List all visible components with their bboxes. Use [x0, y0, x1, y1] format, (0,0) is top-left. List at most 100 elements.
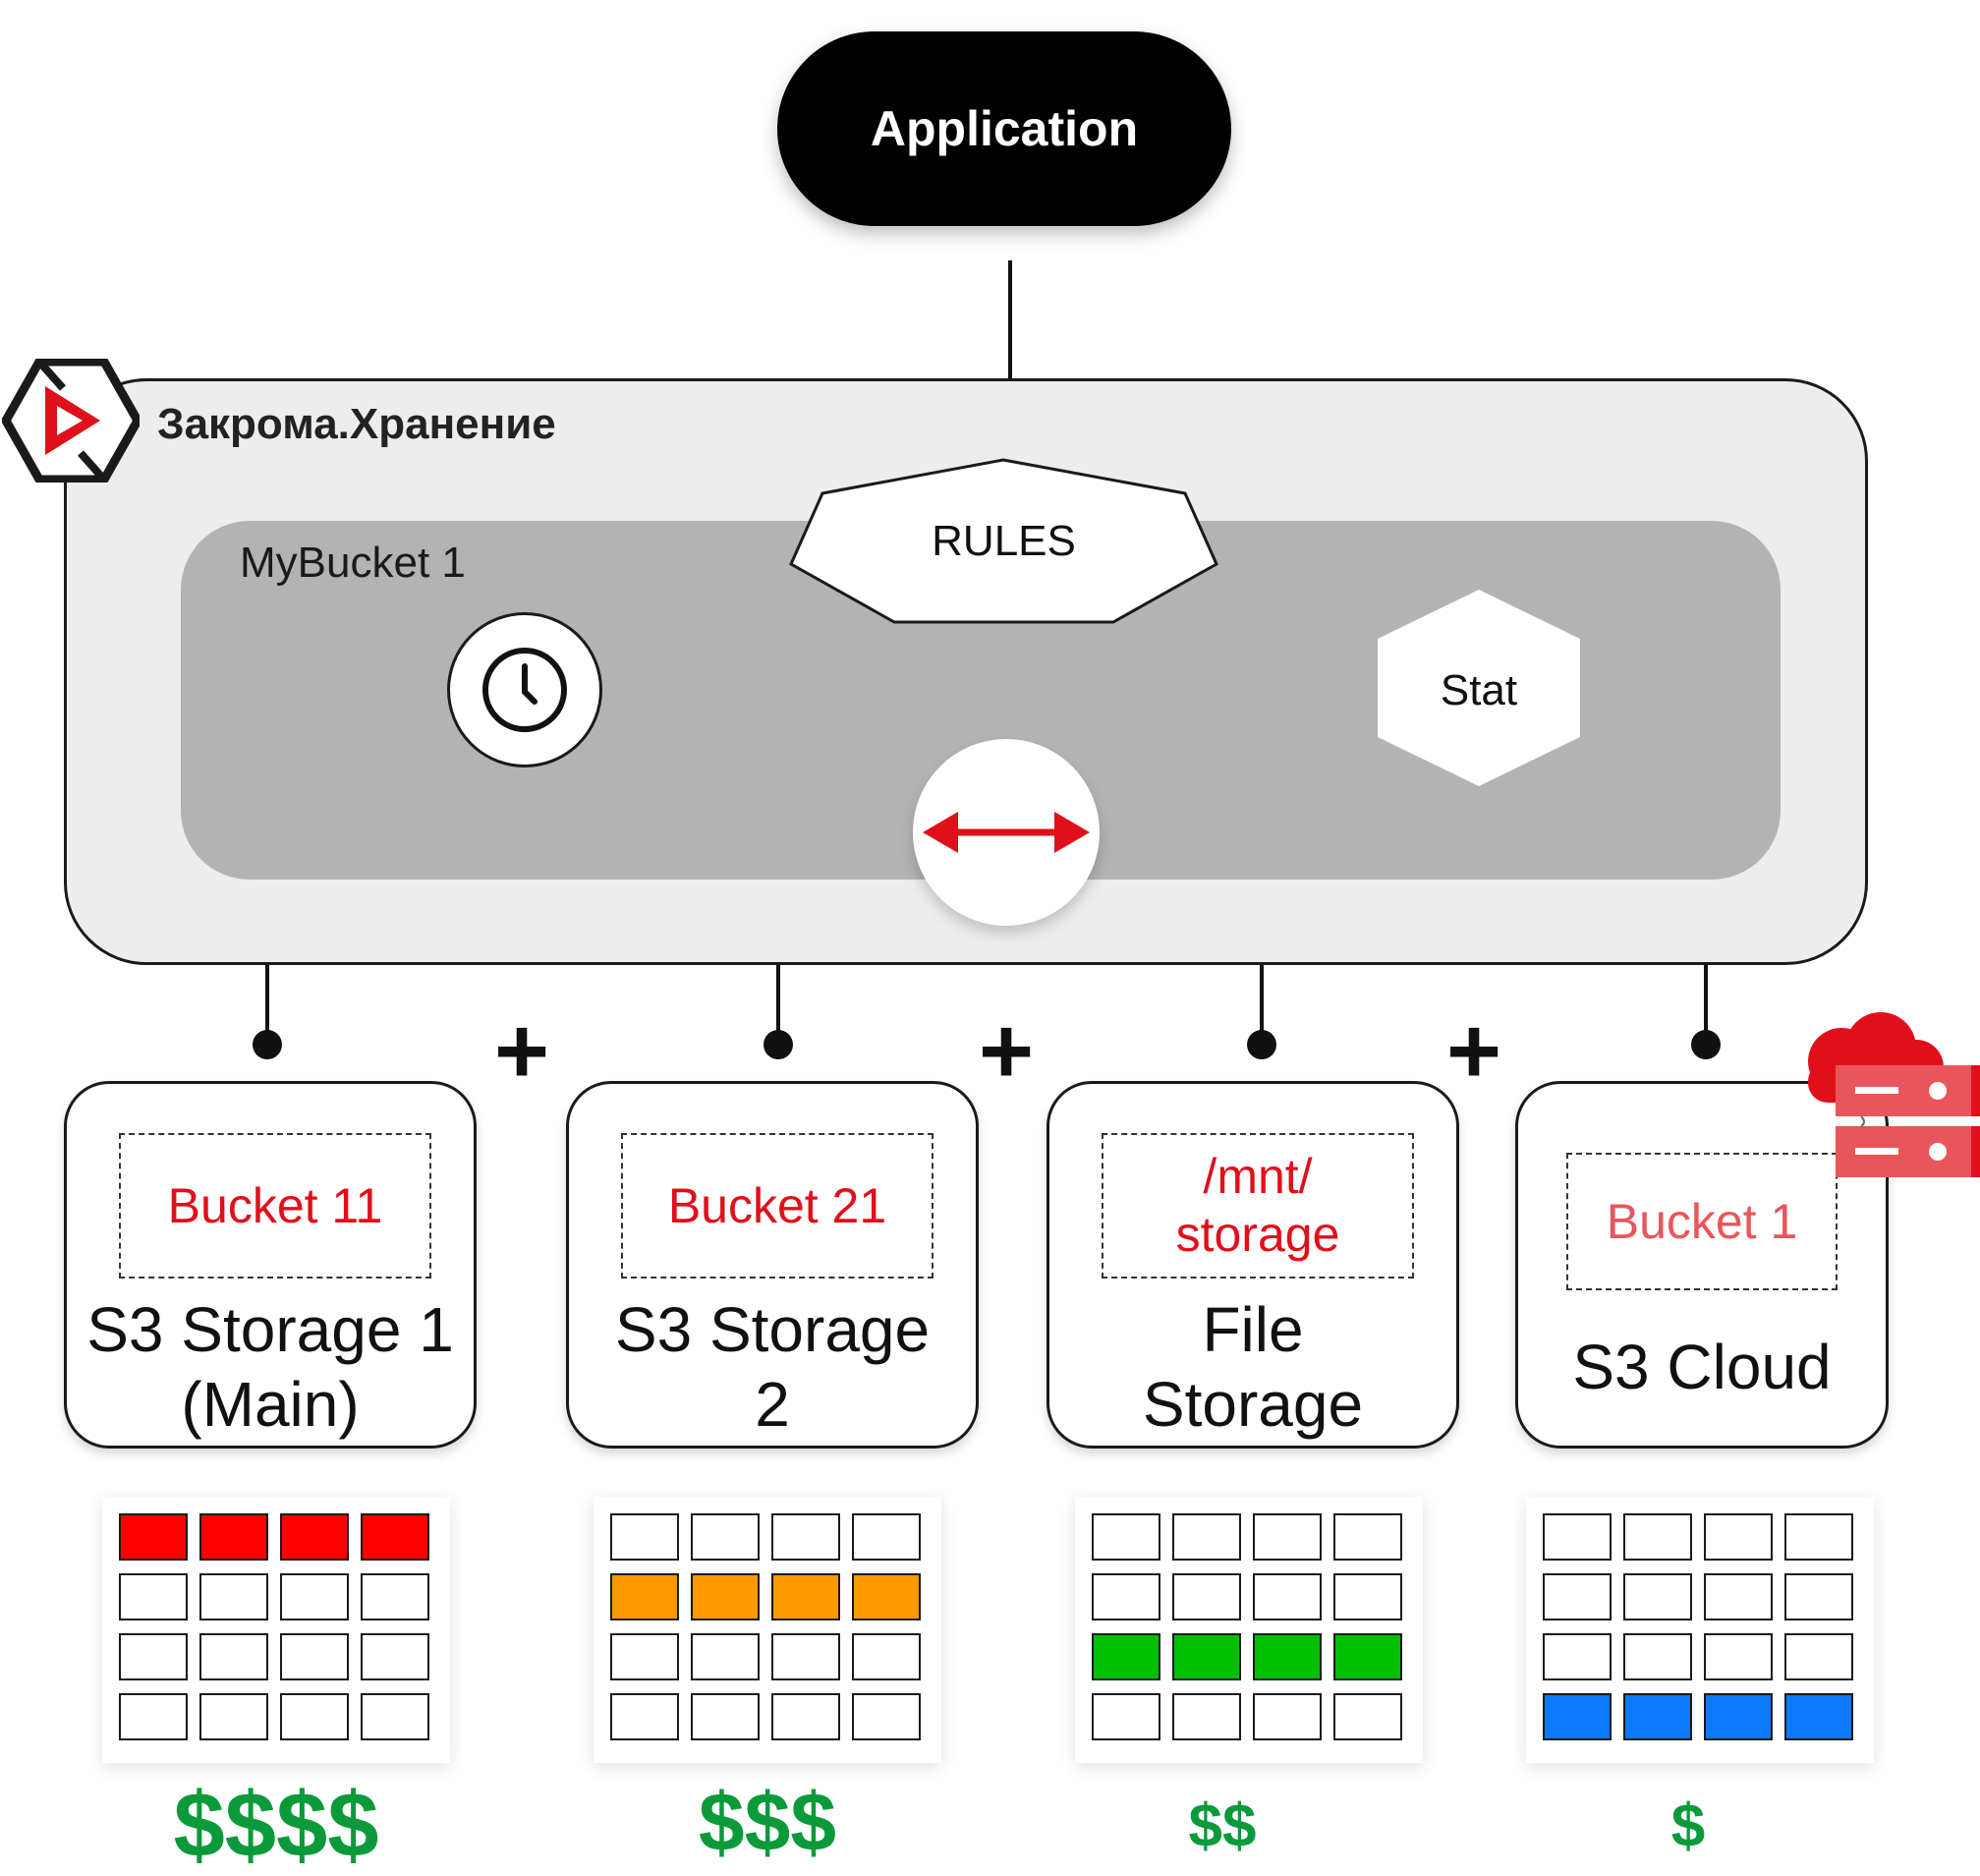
grid-cell-empty — [691, 1513, 760, 1561]
grid-cell-empty — [1172, 1513, 1241, 1561]
grid-cell-filled — [1784, 1693, 1853, 1740]
grid-cell-empty — [1704, 1513, 1773, 1561]
storage-name-line: (Main) — [181, 1369, 360, 1440]
storage-bucket-box: Bucket 1 — [1566, 1153, 1838, 1290]
cloud-server-icon — [1808, 1012, 1980, 1177]
connector-dot — [253, 1030, 282, 1059]
grid-cell-empty — [1092, 1513, 1160, 1561]
grid-cell-empty — [361, 1633, 429, 1680]
grid-cell-empty — [1784, 1513, 1853, 1561]
storage-name-line: S3 Cloud — [1572, 1332, 1832, 1402]
cost-indicator: $$$$ — [173, 1773, 379, 1876]
grid-cell-filled — [199, 1513, 268, 1561]
storage-grid — [1543, 1513, 1853, 1740]
storage-path-line: storage — [1175, 1207, 1340, 1262]
storage-name-line: File — [1202, 1294, 1304, 1365]
grid-cell-empty — [1092, 1573, 1160, 1620]
storage-path-line: /mnt/ — [1203, 1149, 1313, 1204]
grid-cell-empty — [1543, 1633, 1612, 1680]
grid-cell-empty — [1253, 1513, 1322, 1561]
grid-cell-empty — [1623, 1513, 1692, 1561]
grid-cell-empty — [1092, 1693, 1160, 1740]
grid-cell-empty — [1172, 1573, 1241, 1620]
connector-dot — [1691, 1030, 1721, 1059]
storage-bucket-box: /mnt/ storage — [1102, 1133, 1414, 1279]
grid-cell-empty — [691, 1693, 760, 1740]
storage-name-line: Storage — [1142, 1369, 1364, 1440]
grid-cell-filled — [1543, 1693, 1612, 1740]
storage-name: S3 Storage 1 (Main) — [67, 1292, 474, 1442]
grid-cell-empty — [361, 1573, 429, 1620]
grid-cell-empty — [1704, 1573, 1773, 1620]
rules-label: RULES — [932, 517, 1076, 565]
grid-cell-empty — [852, 1693, 921, 1740]
grid-cell-filled — [1172, 1633, 1241, 1680]
plus-icon: + — [494, 998, 550, 1104]
storage-grid-panel — [102, 1497, 450, 1763]
grid-cell-empty — [119, 1633, 188, 1680]
grid-cell-filled — [852, 1573, 921, 1620]
storage-grid-panel — [594, 1497, 941, 1763]
storage-name: S3 Storage 2 — [569, 1292, 976, 1442]
grid-cell-empty — [1172, 1693, 1241, 1740]
grid-cell-filled — [771, 1573, 840, 1620]
product-name: Закрома.Хранение — [157, 400, 556, 448]
grid-cell-empty — [1543, 1513, 1612, 1561]
grid-cell-empty — [1704, 1633, 1773, 1680]
grid-cell-empty — [771, 1513, 840, 1561]
grid-cell-empty — [610, 1633, 679, 1680]
grid-cell-filled — [610, 1573, 679, 1620]
grid-cell-empty — [280, 1573, 349, 1620]
cost-indicator: $$$ — [698, 1776, 837, 1868]
grid-cell-filled — [1253, 1633, 1322, 1680]
grid-cell-empty — [199, 1573, 268, 1620]
stat-label: Stat — [1440, 666, 1518, 714]
storage-bucket-box: Bucket 11 — [119, 1133, 431, 1279]
bucket-name: MyBucket 1 — [240, 539, 466, 587]
grid-cell-empty — [610, 1693, 679, 1740]
cost-indicator: $ — [1670, 1792, 1706, 1860]
storage-name: File Storage — [1049, 1292, 1456, 1442]
storage-card-s3-storage-2: Bucket 21 S3 Storage 2 — [566, 1081, 979, 1449]
grid-cell-empty — [1623, 1633, 1692, 1680]
grid-cell-filled — [119, 1513, 188, 1561]
router-node — [913, 739, 1100, 926]
grid-cell-empty — [199, 1633, 268, 1680]
grid-cell-filled — [1333, 1633, 1402, 1680]
cost-indicator: $$ — [1188, 1792, 1257, 1860]
storage-bucket-box: Bucket 21 — [621, 1133, 933, 1279]
grid-cell-empty — [199, 1693, 268, 1740]
grid-cell-filled — [1704, 1693, 1773, 1740]
clock-icon — [482, 648, 567, 732]
grid-cell-empty — [691, 1633, 760, 1680]
grid-cell-filled — [361, 1513, 429, 1561]
grid-cell-filled — [280, 1513, 349, 1561]
storage-name-line: S3 Storage 1 — [86, 1294, 454, 1365]
grid-cell-empty — [1543, 1573, 1612, 1620]
grid-cell-empty — [1253, 1693, 1322, 1740]
grid-cell-empty — [852, 1513, 921, 1561]
grid-cell-empty — [610, 1513, 679, 1561]
bidirectional-arrow-icon — [923, 812, 1090, 853]
grid-cell-empty — [280, 1693, 349, 1740]
connector-dot — [1247, 1030, 1276, 1059]
stat-node — [1378, 590, 1580, 786]
storage-card-s3-storage-1: Bucket 11 S3 Storage 1 (Main) — [64, 1081, 477, 1449]
storage-grid — [1092, 1513, 1402, 1740]
grid-cell-empty — [1623, 1573, 1692, 1620]
storage-name: S3 Cloud — [1518, 1330, 1886, 1404]
grid-cell-empty — [1333, 1573, 1402, 1620]
application-node: Application — [777, 31, 1231, 226]
grid-cell-empty — [119, 1573, 188, 1620]
grid-cell-filled — [1623, 1693, 1692, 1740]
grid-cell-empty — [1333, 1513, 1402, 1561]
grid-cell-empty — [1253, 1573, 1322, 1620]
grid-cell-filled — [691, 1573, 760, 1620]
grid-cell-empty — [1784, 1573, 1853, 1620]
storage-bucket-label: Bucket 1 — [1606, 1193, 1798, 1249]
plus-icon: + — [979, 998, 1035, 1104]
application-label: Application — [870, 101, 1139, 156]
storage-name-line: S3 Storage — [614, 1294, 931, 1365]
storage-grid — [119, 1513, 429, 1740]
grid-cell-empty — [361, 1693, 429, 1740]
